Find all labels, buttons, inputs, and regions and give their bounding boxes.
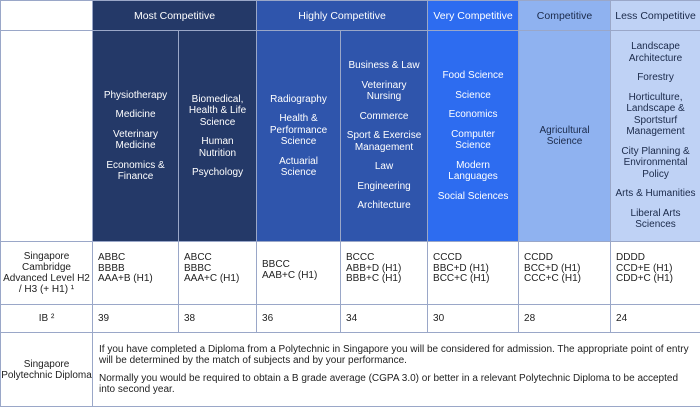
grade-line: BCCC bbox=[346, 253, 427, 264]
subject-item: Physiotherapy bbox=[97, 90, 174, 102]
subject-item: Horticulture, Landscape & Sportsturf Man… bbox=[615, 92, 696, 138]
grade-line: BCC+C (H1) bbox=[433, 274, 518, 285]
a-level-col-3: BBCC AAB+C (H1) bbox=[257, 242, 341, 305]
ib-row: IB ² 39 38 36 34 30 28 24 bbox=[1, 305, 700, 333]
category-competitive: Competitive bbox=[519, 1, 611, 31]
subject-item: Landscape Architecture bbox=[615, 41, 696, 64]
subjects-col-4: Business & Law Veterinary Nursing Commer… bbox=[341, 31, 428, 242]
a-level-row: Singapore Cambridge Advanced Level H2 / … bbox=[1, 242, 700, 305]
ib-col-2: 38 bbox=[179, 305, 257, 333]
subject-item: City Planning & Environmental Policy bbox=[615, 146, 696, 181]
ib-col-1: 39 bbox=[93, 305, 179, 333]
polytechnic-note-paragraph: Normally you would be required to obtain… bbox=[99, 373, 694, 395]
subject-item: Sport & Exercise Management bbox=[345, 130, 423, 153]
subject-item: Actuarial Science bbox=[261, 156, 336, 179]
category-most-competitive: Most Competitive bbox=[93, 1, 257, 31]
subject-item: Biomedical, Health & Life Science bbox=[183, 94, 252, 129]
subject-item: Liberal Arts Sciences bbox=[615, 208, 696, 231]
subject-item: Health & Performance Science bbox=[261, 113, 336, 148]
category-highly-competitive: Highly Competitive bbox=[257, 1, 428, 31]
a-level-col-4: BCCC ABB+D (H1) BBB+C (H1) bbox=[341, 242, 428, 305]
subject-item: Architecture bbox=[345, 200, 423, 212]
grade-line: DDDD bbox=[616, 253, 700, 264]
polytechnic-note-paragraph: If you have completed a Diploma from a P… bbox=[99, 344, 694, 366]
polytechnic-row: Singapore Polytechnic Diploma If you hav… bbox=[1, 333, 700, 407]
grade-line: CCCD bbox=[433, 253, 518, 264]
category-header-row: Most Competitive Highly Competitive Very… bbox=[1, 1, 700, 31]
subject-item: Social Sciences bbox=[432, 191, 514, 203]
a-level-col-5: CCCD BBC+D (H1) BCC+C (H1) bbox=[428, 242, 519, 305]
subject-item: Radiography bbox=[261, 94, 336, 106]
a-level-col-7: DDDD CCD+E (H1) CDD+C (H1) bbox=[611, 242, 700, 305]
subjects-col-5: Food Science Science Economics Computer … bbox=[428, 31, 519, 242]
category-less-competitive: Less Competitive bbox=[611, 1, 700, 31]
ib-col-7: 24 bbox=[611, 305, 700, 333]
subject-item: Food Science bbox=[432, 70, 514, 82]
category-very-competitive: Very Competitive bbox=[428, 1, 519, 31]
ib-col-3: 36 bbox=[257, 305, 341, 333]
subject-item: Agricultural Science bbox=[523, 125, 606, 148]
subject-item: Psychology bbox=[183, 167, 252, 179]
subject-item: Computer Science bbox=[432, 129, 514, 152]
subjects-col-6: Agricultural Science bbox=[519, 31, 611, 242]
grade-line: AAA+B (H1) bbox=[98, 274, 178, 285]
a-level-col-1: ABBC BBBB AAA+B (H1) bbox=[93, 242, 179, 305]
subject-item: Science bbox=[432, 90, 514, 102]
subjects-col-2: Biomedical, Health & Life Science Human … bbox=[179, 31, 257, 242]
grade-line: CDD+C (H1) bbox=[616, 274, 700, 285]
subject-item: Engineering bbox=[345, 181, 423, 193]
subject-item: Forestry bbox=[615, 72, 696, 84]
grade-line: AAB+C (H1) bbox=[262, 271, 340, 282]
subjects-row: Physiotherapy Medicine Veterinary Medici… bbox=[1, 31, 700, 242]
a-level-col-6: CCDD BCC+D (H1) CCC+C (H1) bbox=[519, 242, 611, 305]
subject-item: Commerce bbox=[345, 111, 423, 123]
subject-item: Business & Law bbox=[345, 60, 423, 72]
grade-line: BBB+C (H1) bbox=[346, 274, 427, 285]
subject-item: Veterinary Nursing bbox=[345, 80, 423, 103]
a-level-label: Singapore Cambridge Advanced Level H2 / … bbox=[1, 242, 93, 305]
ib-col-5: 30 bbox=[428, 305, 519, 333]
subject-item: Economics bbox=[432, 109, 514, 121]
a-level-col-2: ABCC BBBC AAA+C (H1) bbox=[179, 242, 257, 305]
grade-line: BBCC bbox=[262, 260, 340, 271]
subjects-col-1: Physiotherapy Medicine Veterinary Medici… bbox=[93, 31, 179, 242]
ib-label: IB ² bbox=[1, 305, 93, 333]
ib-col-4: 34 bbox=[341, 305, 428, 333]
subject-item: Modern Languages bbox=[432, 160, 514, 183]
polytechnic-note: If you have completed a Diploma from a P… bbox=[93, 333, 700, 407]
corner-cell bbox=[1, 1, 93, 31]
grade-line: CCDD bbox=[524, 253, 610, 264]
polytechnic-label: Singapore Polytechnic Diploma bbox=[1, 333, 93, 407]
subject-item: Arts & Humanities bbox=[615, 188, 696, 200]
subject-item: Law bbox=[345, 161, 423, 173]
grade-line: CCC+C (H1) bbox=[524, 274, 610, 285]
subject-item: Human Nutrition bbox=[183, 136, 252, 159]
ib-col-6: 28 bbox=[519, 305, 611, 333]
grade-line: AAA+C (H1) bbox=[184, 274, 256, 285]
grade-line: ABBC bbox=[98, 253, 178, 264]
grade-line: ABCC bbox=[184, 253, 256, 264]
subjects-col-7: Landscape Architecture Forestry Horticul… bbox=[611, 31, 700, 242]
subjects-label-cell bbox=[1, 31, 93, 242]
subjects-col-3: Radiography Health & Performance Science… bbox=[257, 31, 341, 242]
subject-item: Veterinary Medicine bbox=[97, 129, 174, 152]
subject-item: Economics & Finance bbox=[97, 160, 174, 183]
subject-item: Medicine bbox=[97, 109, 174, 121]
